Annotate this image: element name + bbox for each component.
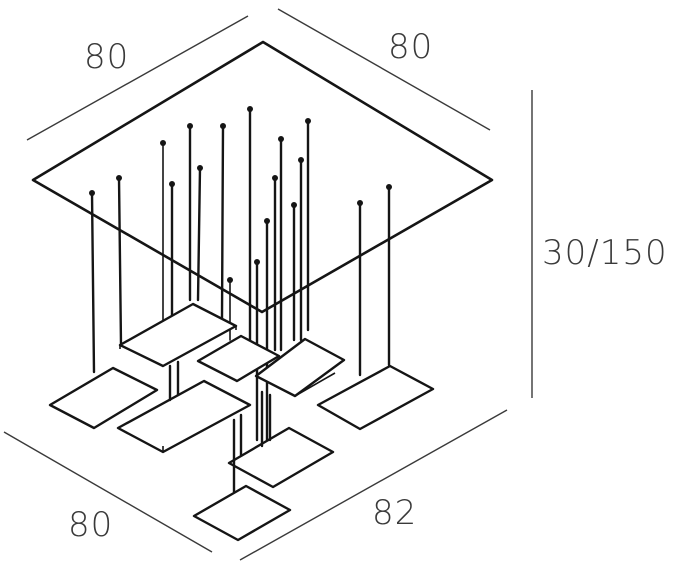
- rod: [117, 176, 123, 347]
- rod-cap: [254, 259, 260, 265]
- rod-cap: [160, 140, 166, 146]
- light-panels: [48, 302, 435, 542]
- panel-edge: [294, 372, 336, 397]
- rod-cap: [357, 200, 363, 206]
- dim-label-height: 30/150: [542, 233, 668, 273]
- light-panel: [254, 337, 346, 398]
- rod-cap: [169, 181, 175, 187]
- dim-line-top-left: [26, 15, 249, 141]
- dim-label-bottom-right: 82: [372, 493, 417, 533]
- dim-line-bottom-left: [3, 431, 213, 553]
- rod-cap: [291, 202, 297, 208]
- rod-cap: [116, 175, 122, 181]
- light-panel: [227, 426, 335, 489]
- rod-cap: [187, 123, 193, 129]
- rod: [90, 191, 96, 374]
- rod: [220, 124, 225, 320]
- lower-rods: [168, 360, 272, 494]
- light-panel: [48, 366, 159, 430]
- rod-cap: [386, 184, 392, 190]
- light-panel: [116, 379, 252, 454]
- rod-cap: [227, 277, 233, 283]
- rod-cap: [89, 190, 95, 196]
- dim-line-bottom-right: [239, 409, 508, 561]
- light-panel: [196, 334, 281, 383]
- rod-cap: [264, 218, 270, 224]
- dim-label-top-right: 80: [388, 27, 433, 67]
- light-panel: [316, 364, 435, 431]
- rod-cap: [247, 106, 253, 112]
- ceiling-canopy: [31, 40, 494, 314]
- dim-label-bottom-left: 80: [68, 505, 113, 545]
- dim-line-top-right: [277, 8, 491, 131]
- rod: [196, 166, 202, 302]
- dim-label-top-left: 80: [84, 37, 129, 77]
- rod-cap: [197, 165, 203, 171]
- rod-cap: [298, 157, 304, 163]
- suspension-rods: [89, 106, 392, 442]
- dimension-lines: [3, 8, 533, 561]
- light-panel: [192, 484, 292, 542]
- rod-cap: [305, 118, 311, 124]
- rod-cap: [278, 136, 284, 142]
- rod-cap: [272, 175, 278, 181]
- rod-cap: [220, 123, 226, 129]
